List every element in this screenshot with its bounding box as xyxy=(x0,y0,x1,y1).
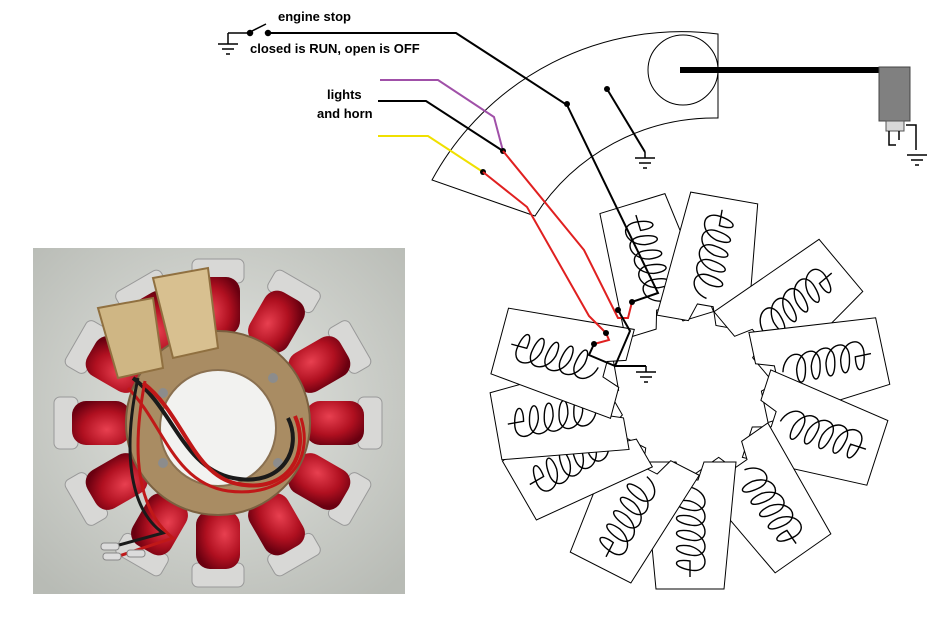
coil-winding-icon xyxy=(741,467,802,544)
stator-photo xyxy=(33,248,405,594)
junction-dot xyxy=(564,101,570,107)
stator-bore xyxy=(159,369,277,487)
ground-symbol-stator xyxy=(636,366,656,383)
stator-poles xyxy=(489,191,891,590)
ground-symbol-switch xyxy=(218,43,238,55)
photo-coil xyxy=(288,320,372,393)
engine-stop-label: engine stop xyxy=(278,9,351,24)
ignition-housing-outline xyxy=(431,31,719,217)
photo-coil xyxy=(306,396,383,450)
wire-yellow xyxy=(378,135,484,173)
spark-plug-icon xyxy=(878,66,917,150)
wire-red-2 xyxy=(482,171,607,334)
stator-photo-illustration xyxy=(33,248,405,594)
junction-dot xyxy=(604,86,610,92)
wire-red-1 xyxy=(502,150,633,319)
coil-winding-icon xyxy=(511,333,599,379)
wire-ignition-ground xyxy=(606,88,646,153)
photo-coil xyxy=(248,269,321,353)
coil-winding-icon xyxy=(693,209,734,300)
coil-winding-icon xyxy=(782,341,872,383)
horn-label: and horn xyxy=(317,106,373,121)
wire-lights-black xyxy=(378,100,504,152)
wire-lights-purple xyxy=(380,79,504,152)
ignition-coil-body xyxy=(96,266,220,380)
run-off-label: closed is RUN, open is OFF xyxy=(250,41,420,56)
center-junctions xyxy=(591,299,635,347)
ground-symbol-plug xyxy=(907,154,927,166)
photo-coil xyxy=(53,396,130,450)
photo-coil xyxy=(288,453,372,526)
coil-pole xyxy=(490,307,635,419)
ground-symbol-ignition xyxy=(635,152,655,169)
coil-winding-icon xyxy=(599,476,656,558)
coil-winding-icon xyxy=(779,410,867,459)
photo-coil xyxy=(248,493,321,577)
photo-coil xyxy=(191,511,245,588)
lights-label: lights xyxy=(327,87,362,102)
